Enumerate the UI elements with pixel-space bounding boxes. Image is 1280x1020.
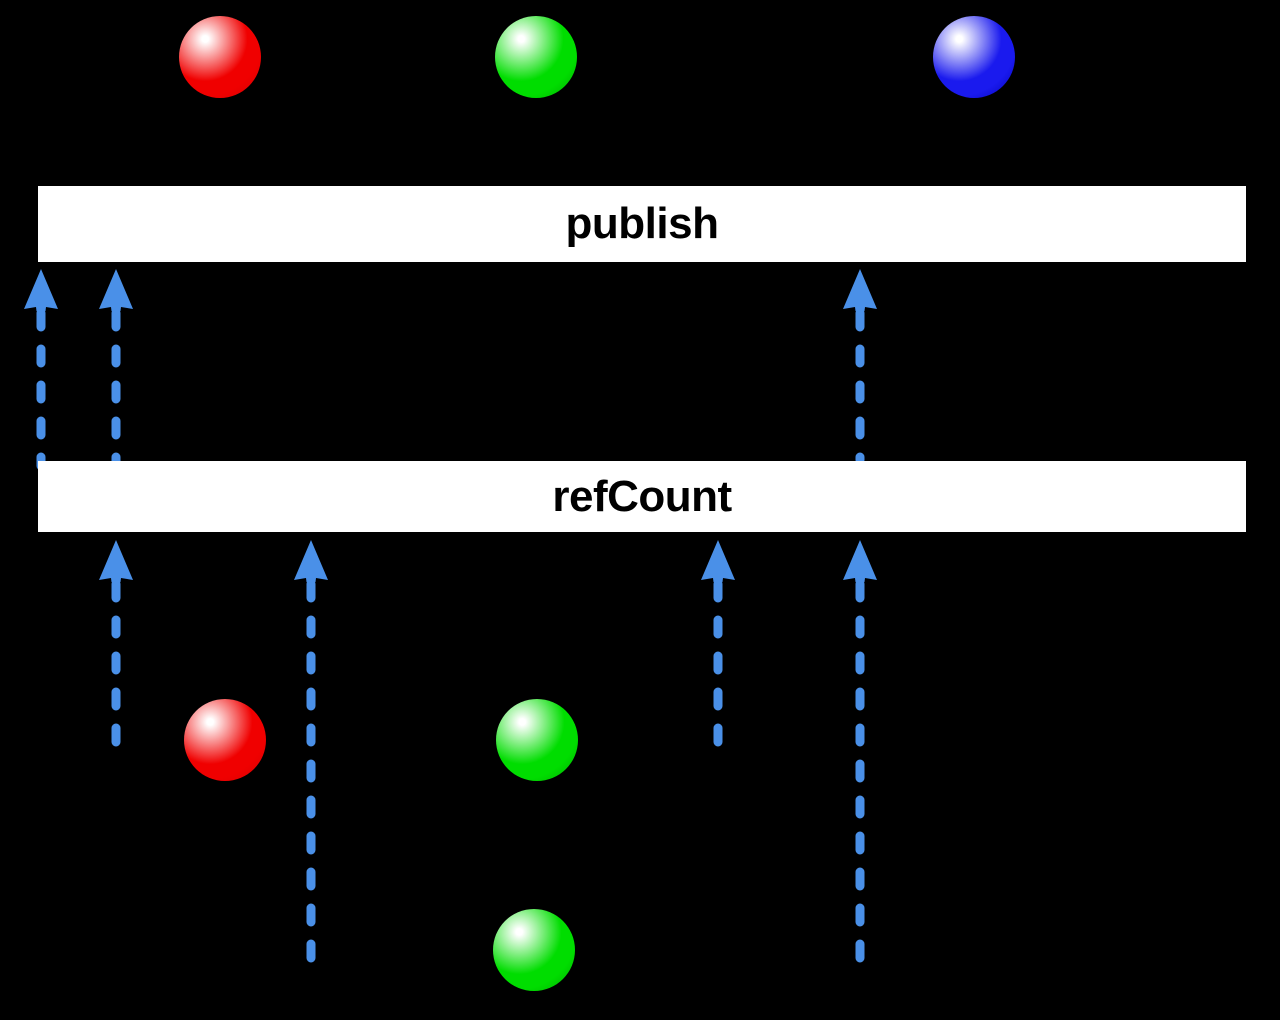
operator-label-refCount: refCount bbox=[552, 471, 732, 521]
operator-bar-refCount[interactable]: refCount bbox=[38, 461, 1246, 532]
dashed-arrow-up bbox=[24, 269, 58, 471]
operator-bar-publish[interactable]: publish bbox=[38, 186, 1246, 262]
marble-blue[interactable] bbox=[933, 16, 1015, 98]
dashed-arrow-up bbox=[294, 540, 328, 963]
dashed-arrow-up bbox=[701, 540, 735, 750]
arrow-head bbox=[843, 269, 877, 311]
dashed-arrow-up bbox=[843, 269, 877, 465]
arrow-head bbox=[24, 269, 58, 311]
arrow-head bbox=[843, 540, 877, 582]
marble-green[interactable] bbox=[496, 699, 578, 781]
marble-green[interactable] bbox=[495, 16, 577, 98]
arrow-head bbox=[294, 540, 328, 582]
dashed-arrow-up bbox=[99, 269, 133, 471]
arrow-head bbox=[99, 540, 133, 582]
dashed-arrow-up bbox=[99, 540, 133, 750]
marble-red[interactable] bbox=[184, 699, 266, 781]
marble-green[interactable] bbox=[493, 909, 575, 991]
arrow-head bbox=[701, 540, 735, 582]
arrow-head bbox=[99, 269, 133, 311]
marble-red[interactable] bbox=[179, 16, 261, 98]
dashed-arrow-up bbox=[843, 540, 877, 963]
operator-label-publish: publish bbox=[565, 199, 719, 248]
